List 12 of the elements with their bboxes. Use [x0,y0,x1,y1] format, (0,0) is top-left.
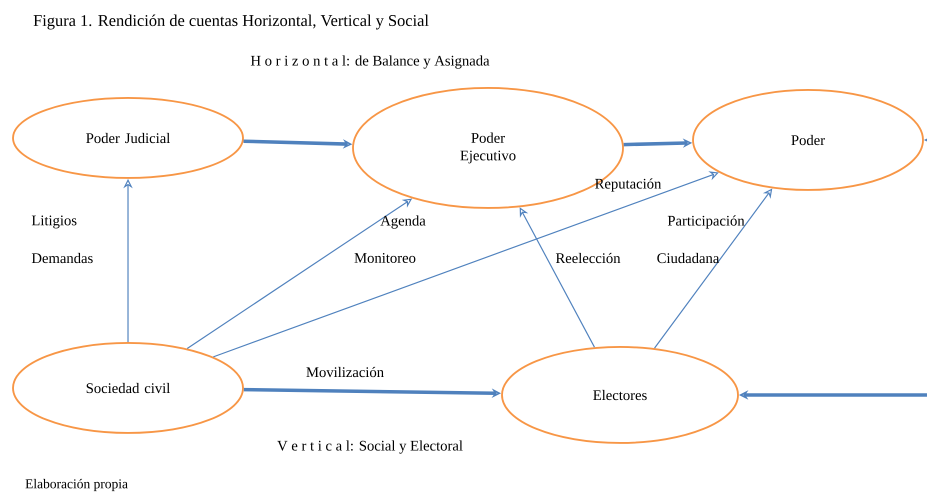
figure-title: Figura 1. Rendición de cuentas Horizontal, Vertical y Social [34,14,429,30]
annotation-text: H o r i z o n t a l: de Balance y Asignada [250,55,490,69]
annotation-text: V e r t i c a l: Social y Electoral [277,440,463,454]
annotation-text: Ciudadana [657,252,720,264]
annotation-text: Monitoreo [354,253,416,263]
annotation-text: Litigios [32,216,76,228]
annotation-text: Movilización [306,366,384,378]
annotation-text: Participación [668,215,744,229]
caption: Elaboración propia [26,478,128,492]
annotation-text: Demandas [32,252,93,264]
annotation-text: Reelección [556,252,620,264]
annotation-text: Agenda [380,215,426,229]
